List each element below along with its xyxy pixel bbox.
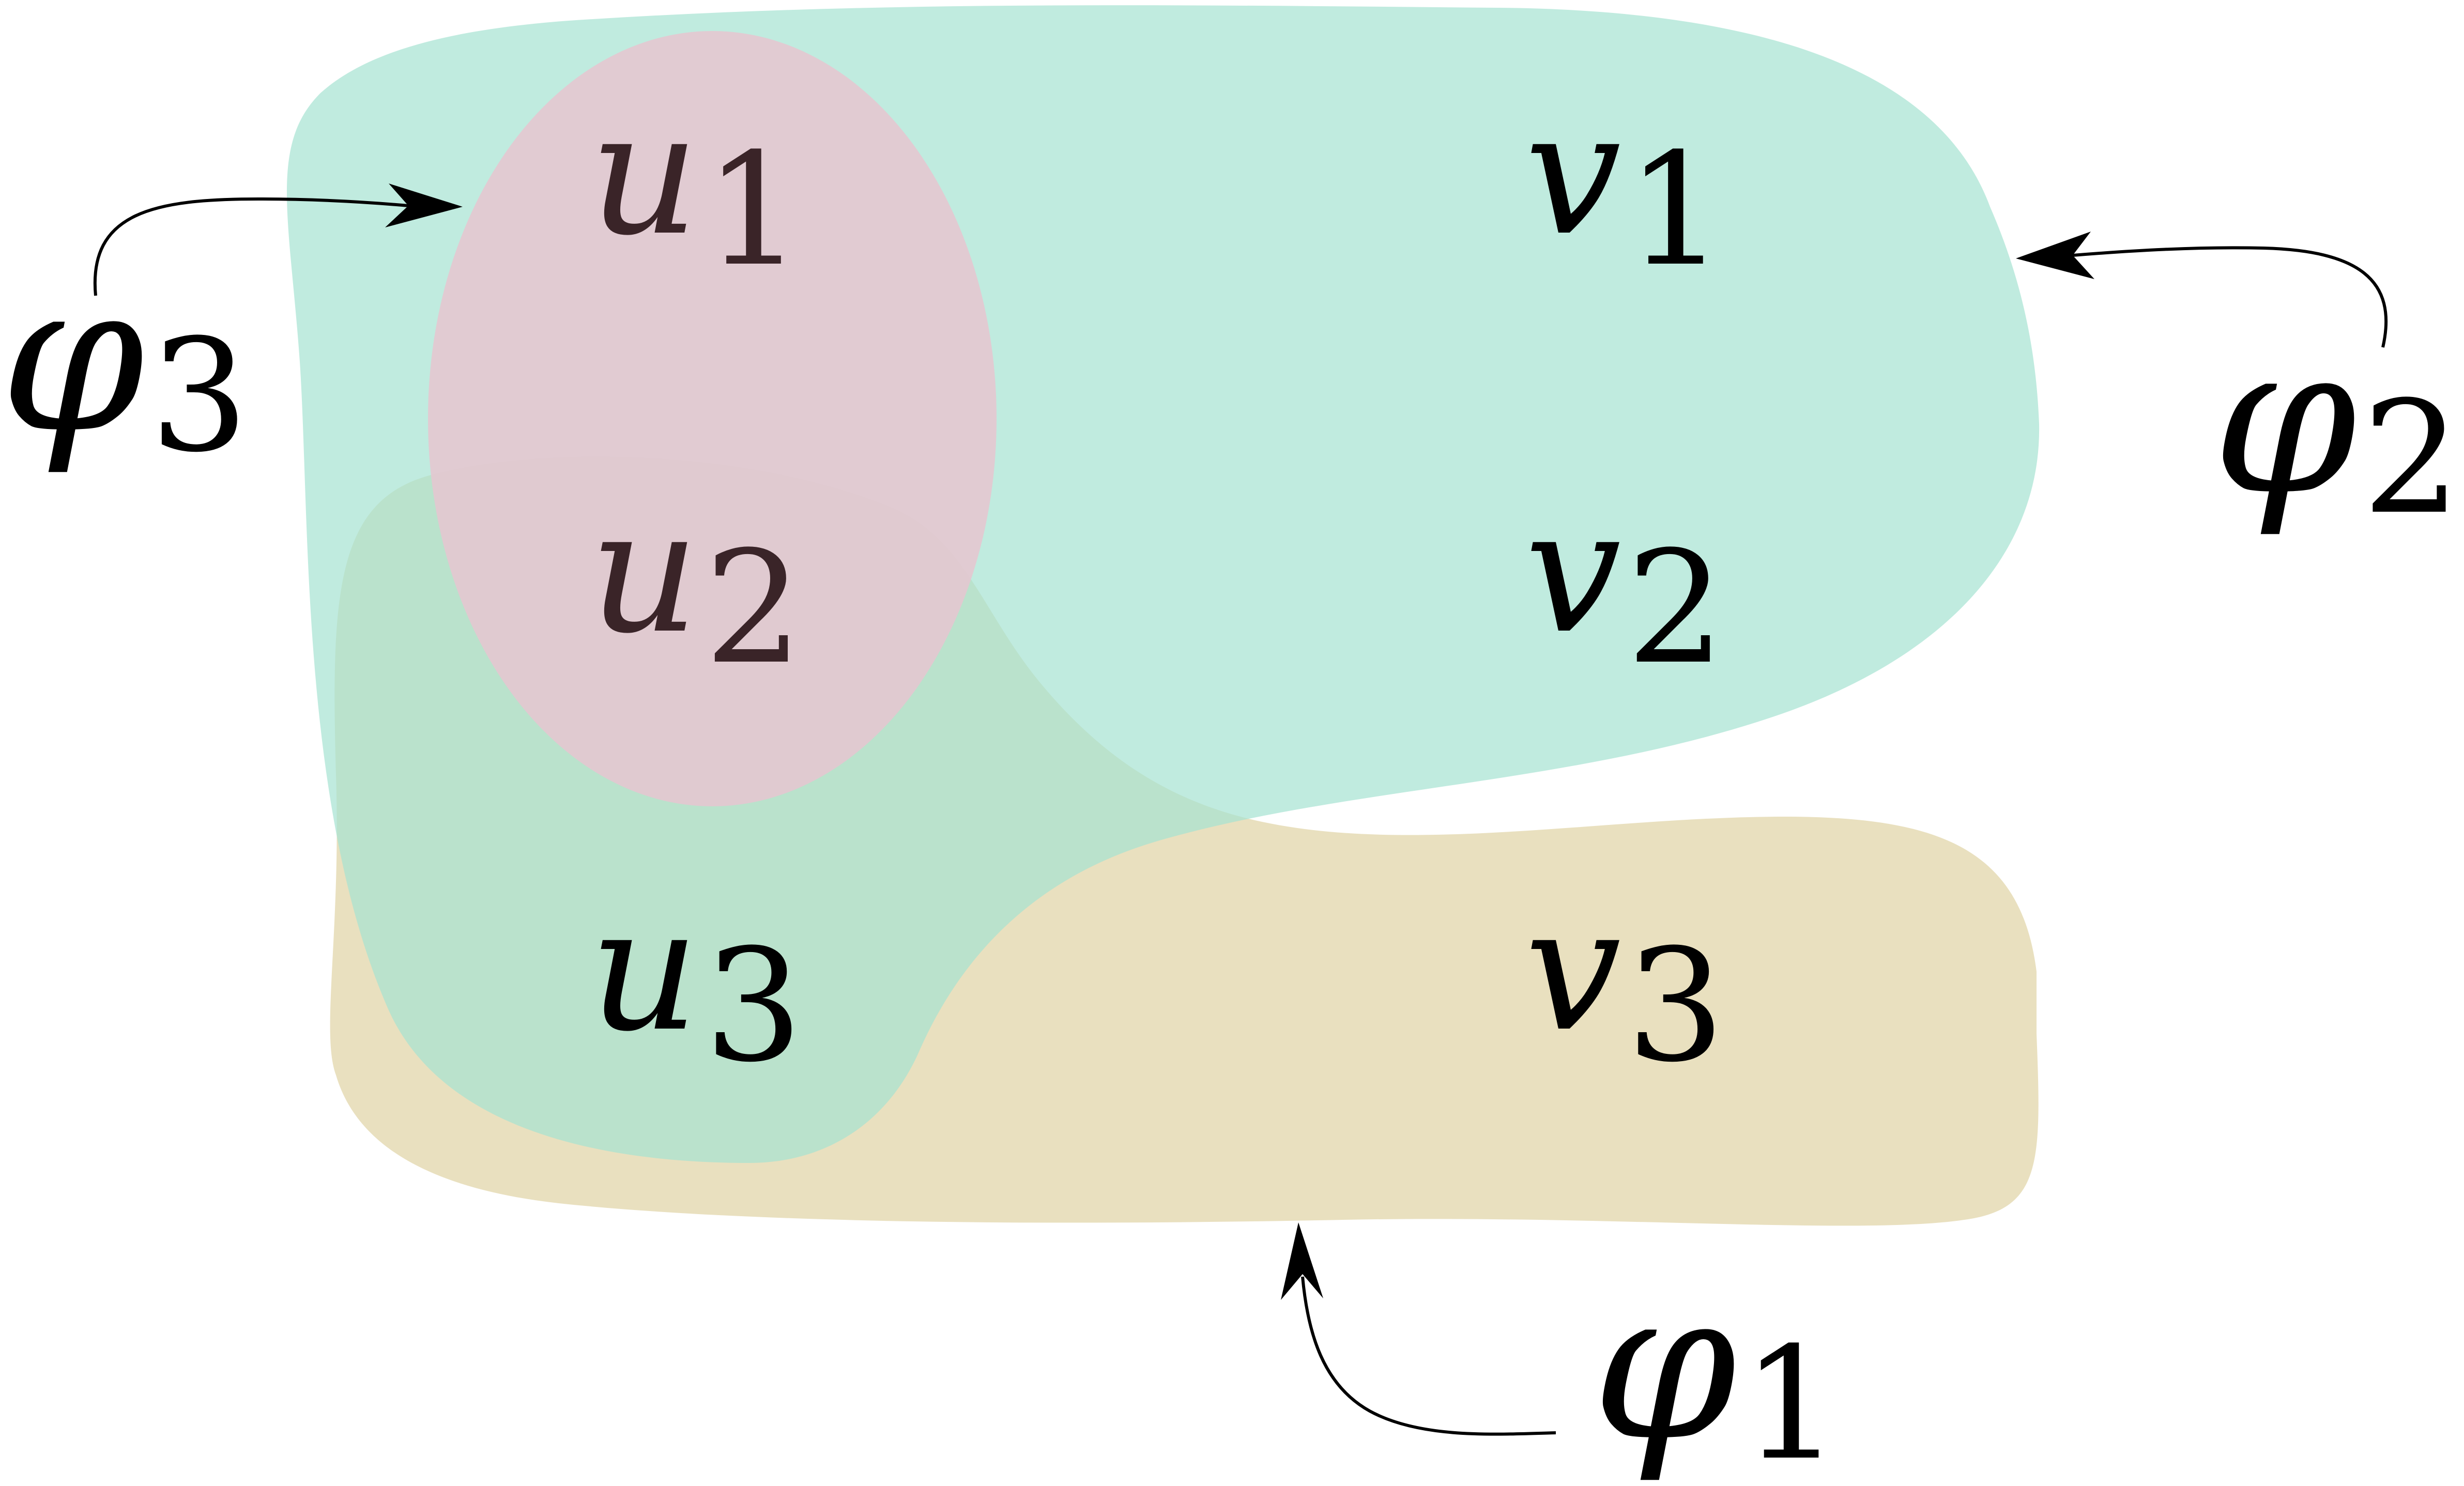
- label-phi1: φ1: [1592, 1246, 1841, 1486]
- node-u3: u3: [589, 870, 803, 1096]
- node-v1: v1: [1525, 74, 1725, 300]
- phi1-arrowhead: [1281, 1222, 1323, 1300]
- region-phi3: [428, 31, 997, 806]
- phi1-arrow-line: [1301, 1276, 1556, 1436]
- label-phi2: φ2: [2212, 300, 2461, 548]
- phi2-arrow-line: [2072, 246, 2388, 348]
- node-v2: v2: [1525, 472, 1725, 698]
- label-phi3: φ3: [0, 238, 249, 486]
- phi2-arrowhead: [2016, 232, 2094, 279]
- phi3-arrow-line: [93, 197, 409, 296]
- node-v3: v3: [1525, 870, 1725, 1096]
- node-u1: u1: [589, 74, 803, 300]
- node-u2: u2: [589, 472, 803, 698]
- phi3-arrowhead: [385, 183, 463, 227]
